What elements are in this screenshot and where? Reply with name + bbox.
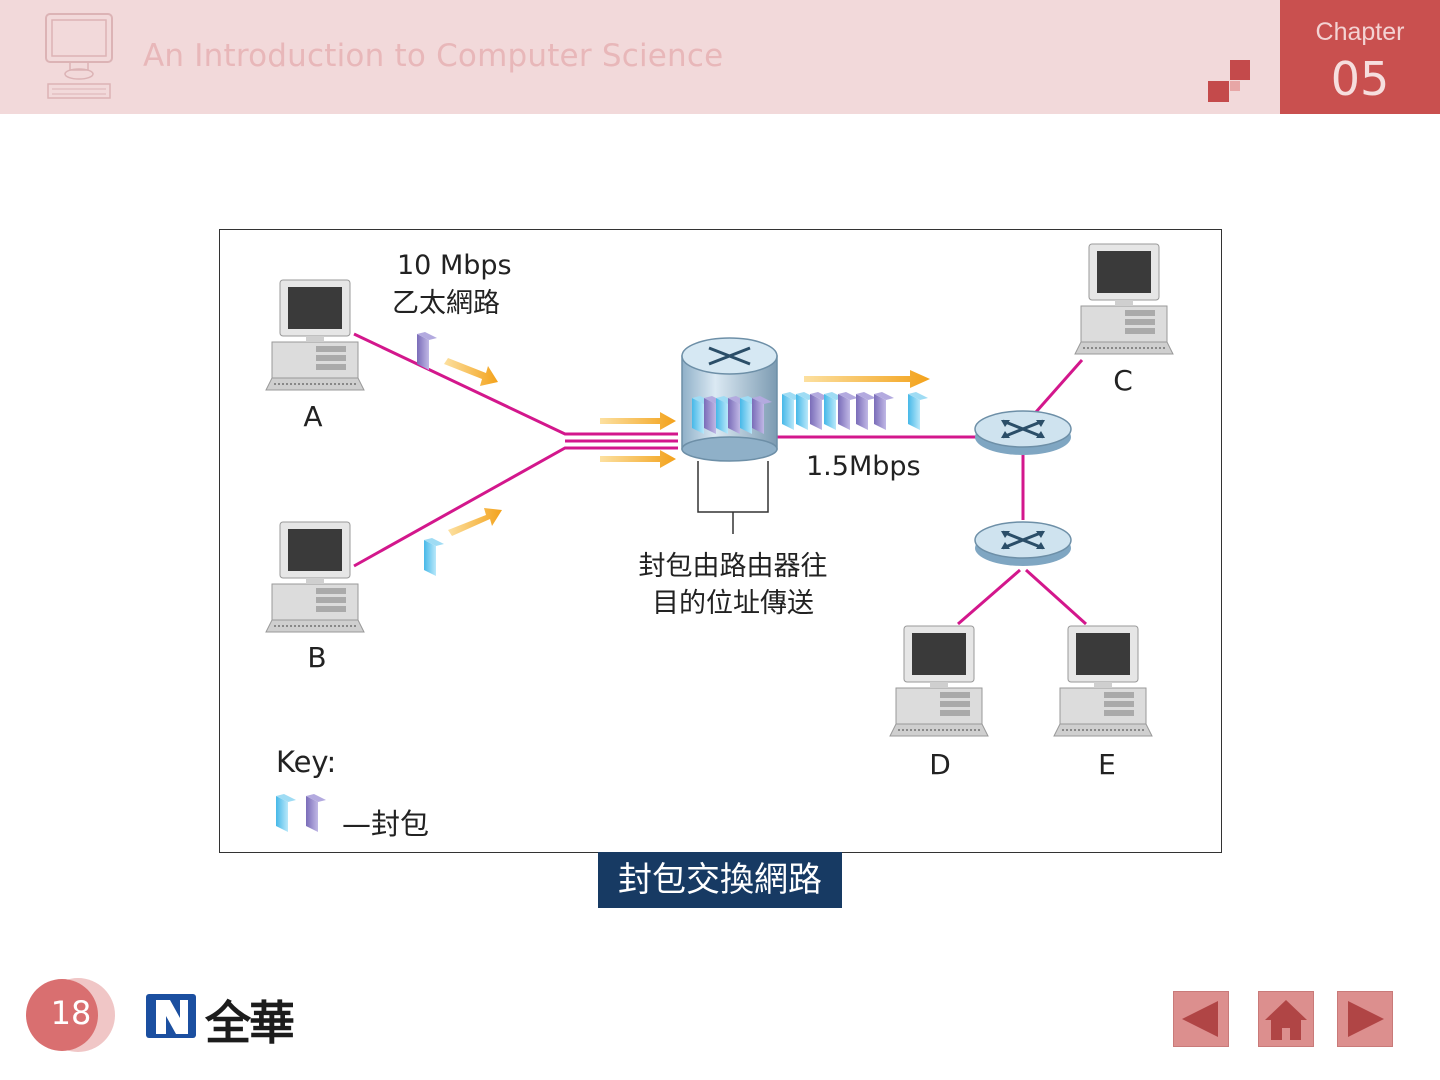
ethernet-label: 乙太網路: [392, 288, 500, 319]
chapter-number: 05: [1330, 52, 1390, 106]
key-description: —封包: [342, 807, 429, 841]
prev-icon: [1182, 1001, 1218, 1037]
packet-a: [417, 332, 437, 370]
computer-d-icon: [889, 625, 989, 737]
figure-caption: 封包交換網路: [598, 852, 842, 908]
router-note-line1: 封包由路由器往: [639, 551, 828, 582]
central-router-icon: [681, 337, 778, 534]
chapter-badge: Chapter 05: [1280, 0, 1440, 114]
computer-b-icon: [265, 521, 365, 633]
decorative-squares: [1208, 60, 1250, 102]
node-a-label: A: [303, 400, 322, 433]
node-b-label: B: [307, 641, 326, 674]
home-icon: [1265, 1000, 1307, 1040]
computer-c-icon: [1074, 243, 1174, 355]
home-button[interactable]: [1258, 991, 1314, 1047]
computer-a-icon: [265, 279, 365, 391]
queued-packets: [782, 392, 928, 430]
node-d-label: D: [929, 748, 951, 781]
next-icon: [1348, 1001, 1384, 1037]
router-2-icon: [973, 520, 1073, 568]
computer-icon: [45, 13, 113, 99]
computer-e-icon: [1053, 625, 1153, 737]
publisher-name: 全華: [205, 996, 295, 1050]
router-note-line2: 目的位址傳送: [652, 588, 814, 619]
chapter-label: Chapter: [1315, 18, 1405, 46]
flow-arrows: [444, 358, 930, 536]
publisher-logo-icon: [146, 994, 196, 1038]
network-links: [353, 332, 1088, 626]
link-speed-label: 1.5Mbps: [806, 451, 921, 482]
node-e-label: E: [1098, 748, 1116, 781]
ethernet-speed-label: 10 Mbps: [397, 250, 512, 281]
network-diagram: 10 Mbps 乙太網路 1.5Mbps 封包由路由器往 目的位址傳送 A B …: [219, 229, 1222, 853]
packet-b: [424, 538, 444, 576]
diagram-canvas: 10 Mbps 乙太網路 1.5Mbps 封包由路由器往 目的位址傳送 A B …: [265, 243, 1174, 841]
next-button[interactable]: [1337, 991, 1393, 1047]
page-number: 18: [50, 994, 92, 1032]
router-1-icon: [973, 409, 1073, 457]
key-packet-icons: [276, 794, 326, 832]
key-label: Key:: [276, 745, 336, 779]
header-bar: An Introduction to Computer Science Chap…: [0, 0, 1440, 114]
node-c-label: C: [1113, 364, 1133, 397]
course-title: An Introduction to Computer Science: [143, 38, 724, 74]
page-number-badge: [26, 978, 115, 1052]
prev-button[interactable]: [1173, 991, 1229, 1047]
